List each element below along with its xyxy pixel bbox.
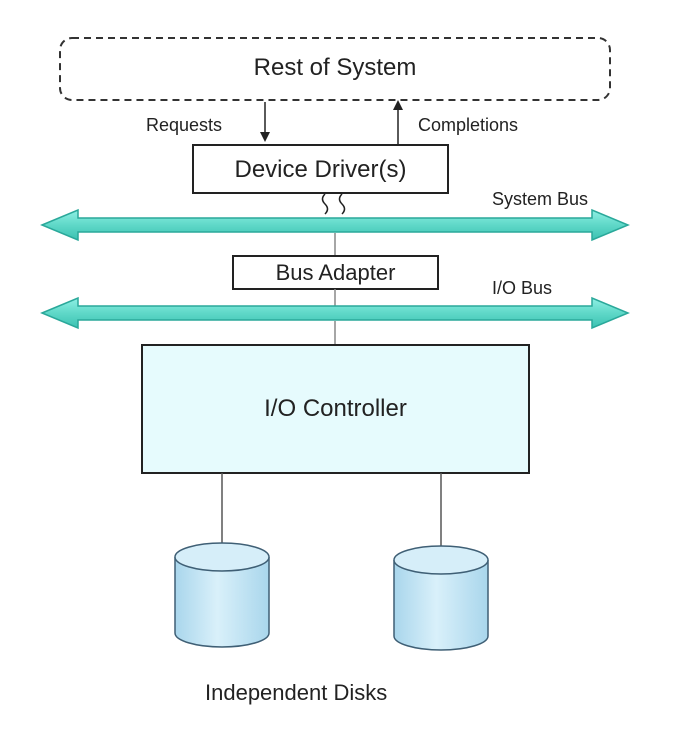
system-bus-arrow xyxy=(40,208,630,242)
io-bus-arrow xyxy=(40,296,630,330)
device-driver-box xyxy=(192,144,449,194)
rest-of-system-box xyxy=(59,37,611,101)
device-driver-label: Device Driver(s) xyxy=(234,156,407,183)
independent-disks-label: Independent Disks xyxy=(205,680,388,705)
requests-label: Requests xyxy=(146,115,223,135)
io-controller-label: I/O Controller xyxy=(264,395,407,422)
disk-1 xyxy=(174,542,270,648)
rest-of-system-label: Rest of System xyxy=(253,54,417,81)
squiggle-connector-right xyxy=(338,193,346,215)
io-bus-label: I/O Bus xyxy=(492,278,553,298)
completions-label: Completions xyxy=(418,115,519,135)
bus-adapter-label: Bus Adapter xyxy=(275,260,396,285)
completions-arrow xyxy=(393,100,403,145)
system-bus-label: System Bus xyxy=(492,189,589,209)
disk-2 xyxy=(393,545,489,651)
requests-arrow xyxy=(260,102,270,142)
io-controller-box xyxy=(141,344,530,474)
squiggle-connector-left xyxy=(321,193,329,215)
